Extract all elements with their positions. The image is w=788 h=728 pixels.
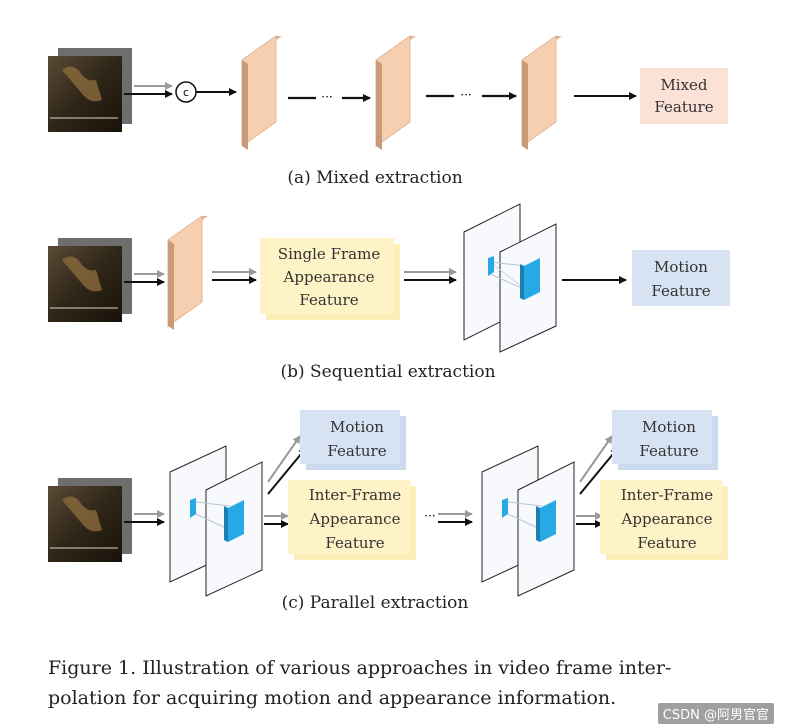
motion-feature-box: Motion Feature bbox=[612, 410, 718, 470]
cnn-block bbox=[241, 35, 282, 150]
cnn-block bbox=[521, 35, 562, 150]
input-frames-b bbox=[48, 238, 132, 322]
panel-a: c ··· ··· Mixed Featu bbox=[48, 35, 728, 188]
appearance-label-1: Single Frame bbox=[278, 245, 381, 263]
panel-c: Motion Feature Inter-Frame Appearance Fe… bbox=[48, 410, 728, 613]
input-frames-c bbox=[48, 478, 132, 562]
caption-c: (c) Parallel extraction bbox=[282, 593, 469, 613]
motion-feature-box: Motion Feature bbox=[632, 250, 730, 306]
ellipsis: ··· bbox=[460, 88, 471, 102]
appearance-label-1: Inter-Frame bbox=[309, 486, 401, 504]
flow-estimator bbox=[481, 445, 575, 597]
cnn-block bbox=[167, 215, 208, 330]
appearance-label-3: Feature bbox=[325, 534, 384, 552]
motion-label-2: Feature bbox=[639, 442, 698, 460]
appearance-feature-box: Inter-Frame Appearance Feature bbox=[600, 480, 728, 560]
appearance-label-1: Inter-Frame bbox=[621, 486, 713, 504]
motion-label-1: Motion bbox=[642, 418, 696, 436]
motion-label-1: Motion bbox=[654, 258, 708, 276]
concat-symbol-label: c bbox=[183, 86, 189, 99]
input-frames-a bbox=[48, 48, 132, 132]
figure-caption-line-2: polation for acquiring motion and appear… bbox=[48, 687, 616, 709]
motion-feature-box: Motion Feature bbox=[300, 410, 406, 470]
figure-caption-line-1: Figure 1. Illustration of various approa… bbox=[48, 657, 671, 679]
appearance-feature-box: Inter-Frame Appearance Feature bbox=[288, 480, 416, 560]
watermark: CSDN @阿男官官 bbox=[657, 703, 774, 724]
motion-label-2: Feature bbox=[327, 442, 386, 460]
mixed-feature-box: Mixed Feature bbox=[640, 68, 728, 124]
appearance-label-3: Feature bbox=[637, 534, 696, 552]
mixed-feature-label-2: Feature bbox=[654, 98, 713, 116]
flow-estimator bbox=[463, 203, 557, 353]
caption-b: (b) Sequential extraction bbox=[280, 362, 495, 382]
cnn-block bbox=[375, 35, 416, 150]
motion-label-2: Feature bbox=[651, 282, 710, 300]
appearance-feature-box: Single Frame Appearance Feature bbox=[260, 238, 400, 320]
appearance-label-2: Appearance bbox=[621, 510, 713, 528]
ellipsis: ··· bbox=[321, 90, 332, 104]
ellipsis: ··· bbox=[424, 509, 435, 523]
caption-a: (a) Mixed extraction bbox=[287, 168, 462, 188]
motion-label-1: Motion bbox=[330, 418, 384, 436]
appearance-label-2: Appearance bbox=[283, 268, 375, 286]
appearance-label-2: Appearance bbox=[309, 510, 401, 528]
appearance-label-3: Feature bbox=[299, 291, 358, 309]
flow-estimator bbox=[169, 445, 263, 597]
panel-b: Single Frame Appearance Feature Motion F… bbox=[48, 203, 730, 382]
mixed-feature-label-1: Mixed bbox=[660, 76, 707, 94]
